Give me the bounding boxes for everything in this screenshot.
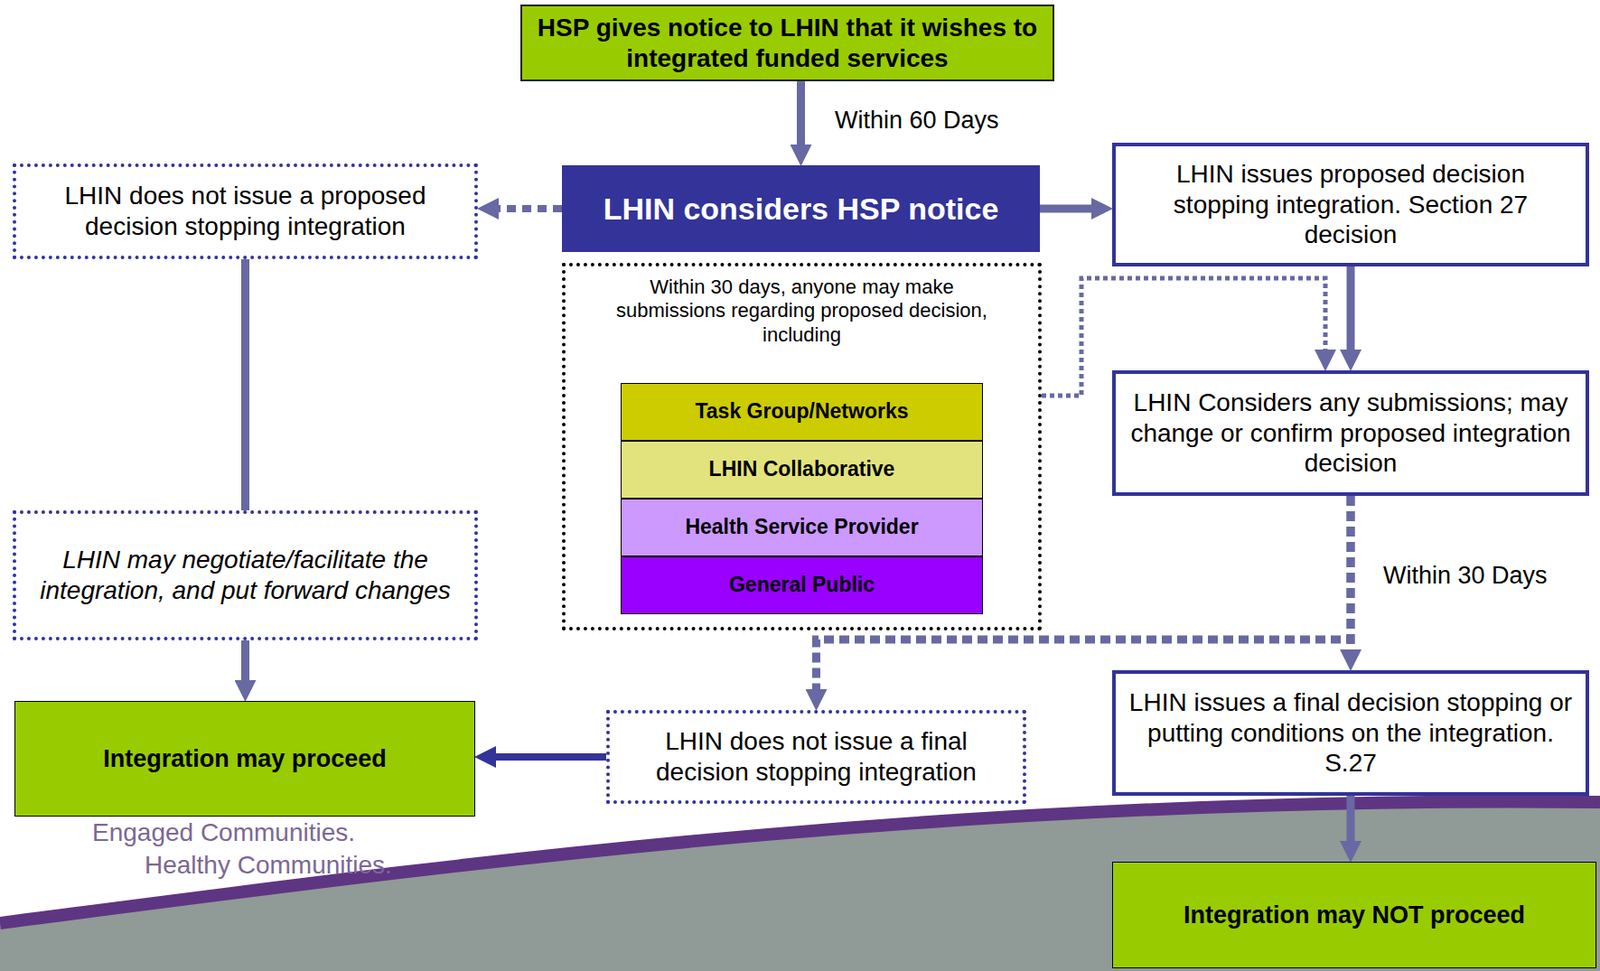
node-text: LHIN may negotiate/facilitate the integr… <box>28 544 462 606</box>
stakeholder-band: Task Group/Networks <box>620 383 983 441</box>
flow-arrow <box>498 205 562 213</box>
outcome-box: LHIN does not issue a final decision sto… <box>606 710 1027 805</box>
process-box: LHIN considers HSP notice <box>561 165 1040 253</box>
flow-arrow <box>241 259 250 511</box>
node-text: LHIN Considers any submissions; may chan… <box>1128 387 1573 479</box>
flow-arrow <box>1347 266 1356 350</box>
flow-arrow <box>495 753 607 761</box>
node-text: HSP gives notice to LHIN that it wishes … <box>534 12 1040 74</box>
stakeholder-band: LHIN Collaborative <box>620 440 983 499</box>
start-box: HSP gives notice to LHIN that it wishes … <box>520 4 1055 82</box>
slogan-text: Healthy Communities. <box>144 851 393 880</box>
node-text: LHIN considers HSP notice <box>603 190 1000 228</box>
flow-arrow <box>1347 795 1356 842</box>
outcome-box: LHIN does not issue a proposed decision … <box>12 163 478 260</box>
process-box: LHIN may negotiate/facilitate the integr… <box>12 510 478 641</box>
node-text: Within 30 days, anyone may make submissi… <box>601 275 1002 347</box>
node-text: Integration may NOT proceed <box>1183 900 1526 930</box>
stakeholder-band: General Public <box>620 556 983 615</box>
end-box: Integration may NOT proceed <box>1112 861 1597 969</box>
flow-arrow <box>796 81 805 145</box>
node-text: General Public <box>729 572 875 599</box>
flow-arrow <box>1039 205 1092 214</box>
submissions-group: Within 30 days, anyone may make submissi… <box>561 262 1042 631</box>
process-box: LHIN Considers any submissions; may chan… <box>1112 370 1590 496</box>
end-box: Integration may proceed <box>14 701 476 817</box>
slogan-text: Engaged Communities. <box>92 818 356 848</box>
footer-band <box>0 801 1600 971</box>
timing-label: Within 30 Days <box>1383 561 1548 590</box>
node-text: Integration may proceed <box>102 744 387 774</box>
node-text: LHIN issues a final decision stopping or… <box>1128 687 1573 779</box>
node-text: Health Service Provider <box>684 514 918 541</box>
node-text: LHIN issues proposed decision stopping i… <box>1128 159 1573 251</box>
stakeholder-band: Health Service Provider <box>620 498 983 557</box>
timing-label: Within 60 Days <box>834 106 1000 135</box>
flow-arrow <box>241 640 250 681</box>
decision-box: LHIN issues a final decision stopping or… <box>1112 670 1590 796</box>
node-text: LHIN does not issue a final decision sto… <box>622 726 1011 787</box>
decision-box: LHIN issues proposed decision stopping i… <box>1112 142 1590 267</box>
node-text: LHIN does not issue a proposed decision … <box>28 180 462 242</box>
node-text: Task Group/Networks <box>694 399 908 425</box>
node-text: LHIN Collaborative <box>709 457 896 483</box>
